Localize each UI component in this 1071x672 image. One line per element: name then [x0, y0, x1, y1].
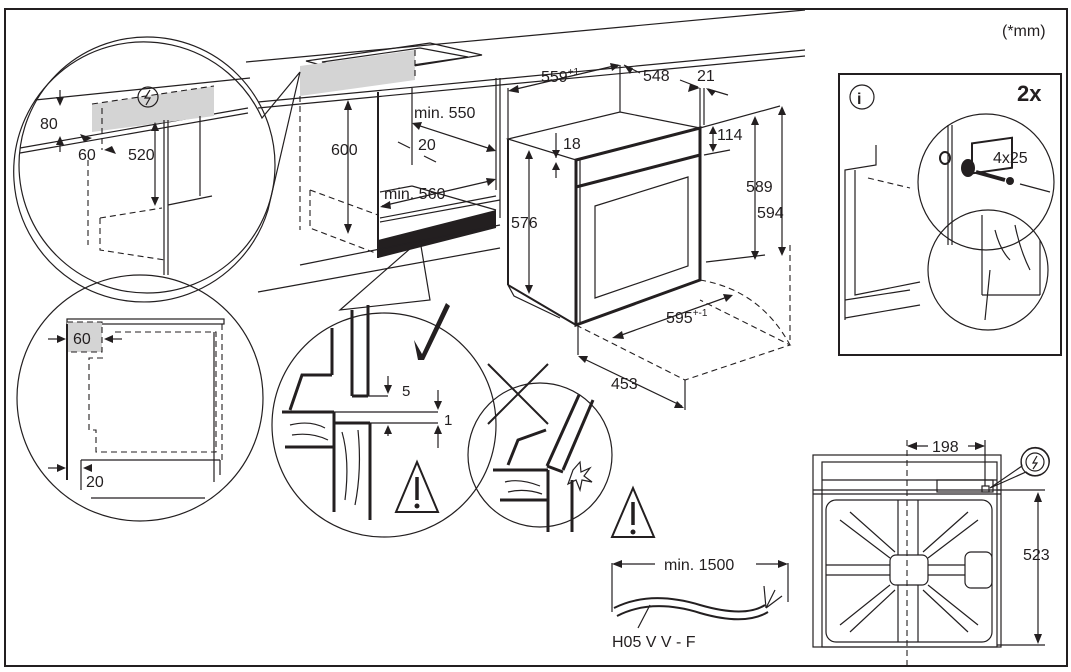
dim-453: 453: [611, 376, 638, 393]
oven-body-drawing: [505, 63, 792, 410]
dim-min-560: min. 560: [384, 186, 445, 203]
detail-dim-80: 80: [40, 116, 58, 133]
warning-icon: [394, 459, 440, 513]
info-icon: i: [857, 91, 861, 108]
dim-576: 576: [511, 215, 538, 232]
side-dim-60: 60: [73, 331, 91, 348]
cable-drawing: [610, 485, 789, 629]
detail-side-view: [16, 274, 264, 522]
countertop-cabinet-drawing: [245, 9, 806, 293]
correct-dim-5: 5: [402, 383, 410, 400]
detail-connection-zone: [13, 36, 301, 303]
lightning-icon-front: [1031, 455, 1039, 470]
detail-dim-60: 60: [78, 147, 96, 164]
side-dim-20: 20: [86, 474, 104, 491]
dim-18: 18: [563, 136, 581, 153]
dim-559: 559+1: [541, 67, 580, 86]
frame-border: [4, 8, 1068, 667]
front-dim-523: 523: [1023, 547, 1050, 564]
dim-600: 600: [331, 142, 358, 159]
detail-dim-520: 520: [128, 147, 155, 164]
dim-595: 595+-1: [666, 308, 708, 327]
detail-incorrect-installation: [467, 363, 613, 532]
dim-114: 114: [717, 127, 743, 144]
lightning-icon: [143, 89, 152, 106]
front-dim-198: 198: [932, 439, 959, 456]
cable-type: H05 V V - F: [612, 634, 696, 651]
dim-21: 21: [697, 68, 715, 85]
dim-594: 594: [757, 205, 784, 222]
quantity-label: 2x: [1017, 81, 1042, 106]
dim-548: 548: [643, 68, 670, 85]
impact-burst-icon: [566, 460, 593, 493]
cable-min-length: min. 1500: [664, 557, 734, 574]
cable-warning-icon: [610, 485, 656, 538]
detail-correct-installation: [271, 238, 497, 538]
correct-dim-1: 1: [444, 412, 452, 429]
dim-589: 589: [746, 179, 773, 196]
unit-note: (*mm): [1002, 23, 1046, 40]
front-view-drawing: [812, 440, 1050, 665]
dim-min-550: min. 550: [414, 105, 475, 122]
screw-size-label: 4x25: [993, 150, 1028, 167]
dim-20: 20: [418, 137, 436, 154]
info-panel: [838, 73, 1062, 356]
checkmark-icon: [414, 303, 450, 360]
